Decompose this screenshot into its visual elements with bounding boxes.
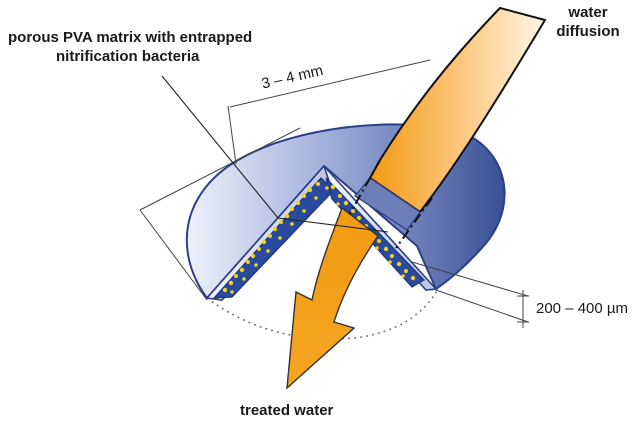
bacteria-dots-right	[330, 184, 416, 281]
thickness-line-upper	[411, 261, 529, 297]
thickness-line-lower	[435, 289, 529, 323]
treated-water-arrow	[286, 206, 379, 390]
stream-bead-crossing	[354, 177, 421, 231]
diameter-line-bottom	[139, 209, 208, 301]
diameter-line-top	[229, 59, 431, 108]
diameter-line-left	[139, 127, 301, 211]
bead-hidden-outline	[206, 288, 439, 340]
matrix-leader-line-2	[277, 217, 389, 233]
matrix-band-right	[325, 177, 425, 288]
treated-water-label: treated water	[240, 402, 334, 419]
thickness-label: 200 – 400 µm	[536, 300, 629, 317]
cut-face-right	[323, 165, 438, 291]
bacteria-dots-left	[222, 182, 329, 294]
water-label-line2: diffusion	[556, 23, 620, 40]
matrix-label-line1: porous PVA matrix with entrapped	[8, 29, 253, 46]
matrix-leader-line	[161, 75, 279, 219]
matrix-label-line2: nitrification bacteria	[56, 48, 200, 65]
water-label-line1: water	[568, 4, 608, 21]
diameter-tick-a	[227, 105, 237, 165]
